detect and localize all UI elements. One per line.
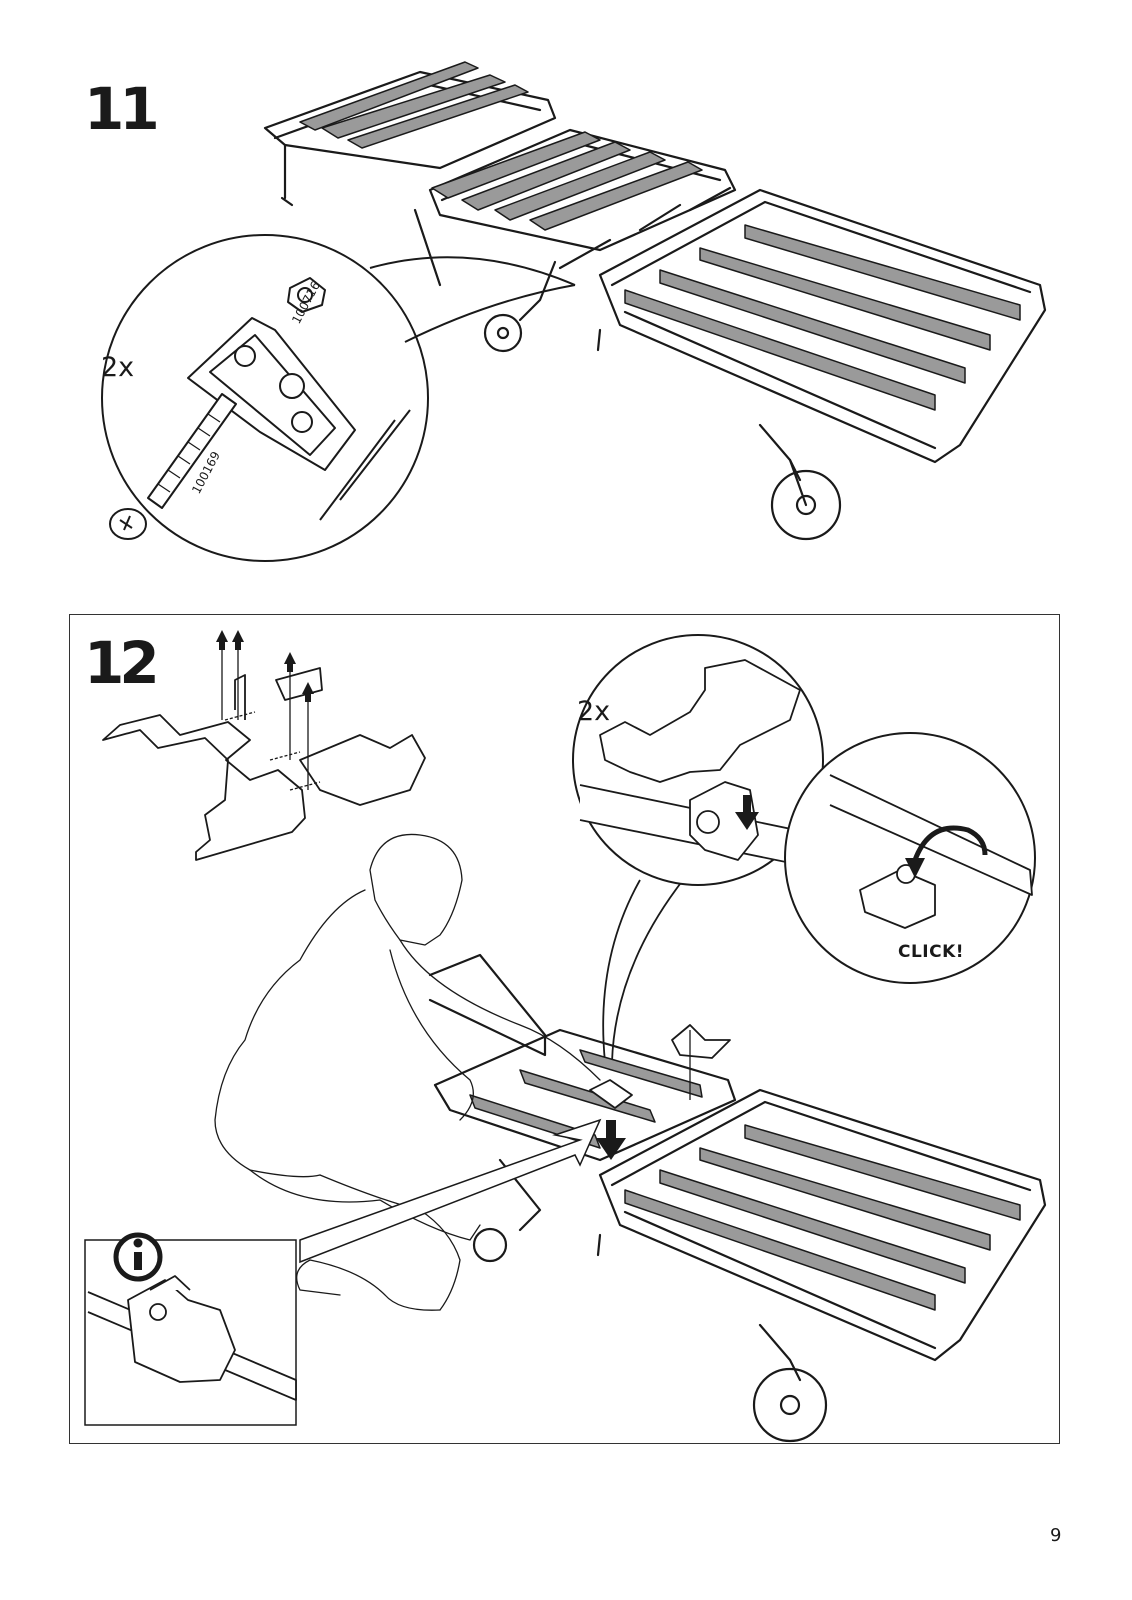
page-number: 9 xyxy=(1050,1525,1061,1546)
info-icon xyxy=(116,1235,160,1279)
down-arrow-icon xyxy=(596,1120,626,1160)
click-label: CLICK! xyxy=(898,942,964,962)
step-12-quantity: 2x xyxy=(577,698,610,725)
